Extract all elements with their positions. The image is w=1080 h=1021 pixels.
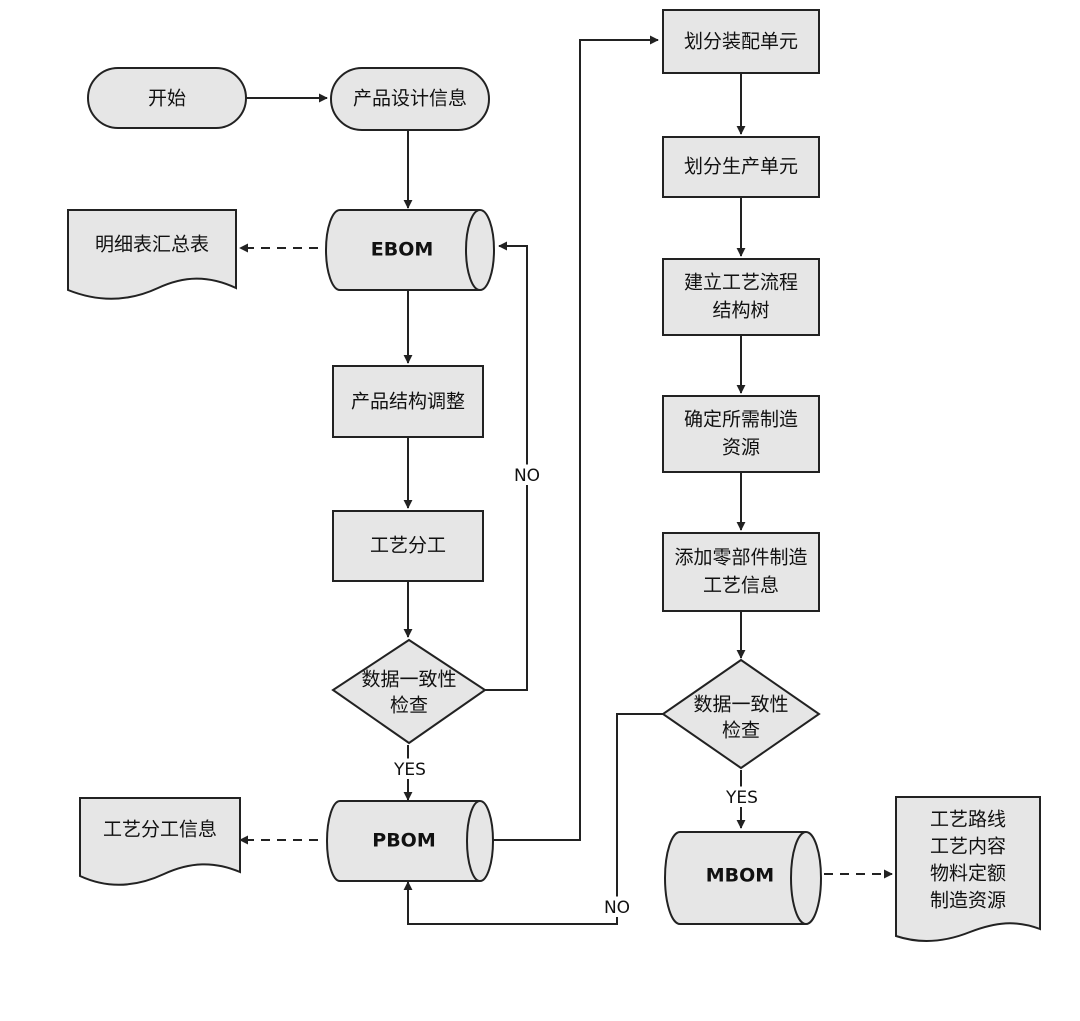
process-tree-line1: 建立工艺流程 [684, 272, 798, 294]
detail-summary-document [67, 209, 237, 300]
mbom-storage [664, 831, 822, 925]
assembly-units-label: 划分装配单元 [684, 31, 798, 53]
product-structure-adjust-label: 产品结构调整 [351, 391, 465, 413]
check-right-line2: 检查 [722, 720, 760, 742]
part-process-info-box [662, 532, 820, 612]
assembly-units-box [662, 9, 820, 74]
pbom-label: PBOM [372, 830, 435, 852]
process-tree-box [662, 258, 820, 336]
mbom-label: MBOM [706, 865, 774, 887]
mbom-output-3: 物料定额 [930, 863, 1006, 885]
check-left-line2: 检查 [390, 695, 428, 717]
edge-pbom-to-assembly [492, 35, 659, 841]
edge-check-no-to-pbom [403, 713, 663, 925]
mbom-outputs-document [895, 796, 1041, 942]
detail-summary-label: 明细表汇总表 [95, 234, 209, 256]
process-division-info-document [79, 797, 241, 886]
process-tree-line2: 结构树 [712, 300, 769, 322]
edge-check-no-to-ebom [485, 241, 528, 691]
check-left-line1: 数据一致性 [361, 669, 456, 691]
edge-label-no-left: NO [514, 466, 540, 486]
mbom-output-4: 制造资源 [930, 890, 1006, 912]
product-design-info-node [330, 67, 490, 131]
consistency-check-left-decision [331, 638, 487, 745]
connectors [239, 35, 893, 925]
product-structure-adjust-box [332, 365, 484, 438]
mbom-output-1: 工艺路线 [930, 809, 1006, 831]
edge-label-no-right: NO [604, 898, 630, 918]
mbom-output-2: 工艺内容 [930, 836, 1006, 858]
production-units-label: 划分生产单元 [684, 156, 798, 178]
ebom-storage [325, 209, 495, 291]
ebom-label: EBOM [371, 239, 434, 261]
consistency-check-right-decision [661, 658, 821, 770]
edge-label-yes-left: YES [393, 760, 426, 780]
pbom-storage [326, 800, 494, 882]
process-division-info-label: 工艺分工信息 [103, 819, 217, 841]
mfg-resources-line1: 确定所需制造 [684, 409, 798, 431]
part-process-info-line2: 工艺信息 [703, 575, 779, 597]
product-design-info-label: 产品设计信息 [353, 88, 467, 110]
check-right-line1: 数据一致性 [693, 694, 788, 716]
mfg-resources-line2: 资源 [722, 437, 760, 459]
process-division-label: 工艺分工 [370, 535, 446, 557]
mfg-resources-box [662, 395, 820, 473]
edge-label-yes-right: YES [725, 788, 758, 808]
production-units-box [662, 136, 820, 198]
start-terminator [87, 67, 247, 129]
part-process-info-line1: 添加零部件制造 [674, 547, 807, 569]
process-division-box [332, 510, 484, 582]
start-label: 开始 [148, 88, 186, 110]
